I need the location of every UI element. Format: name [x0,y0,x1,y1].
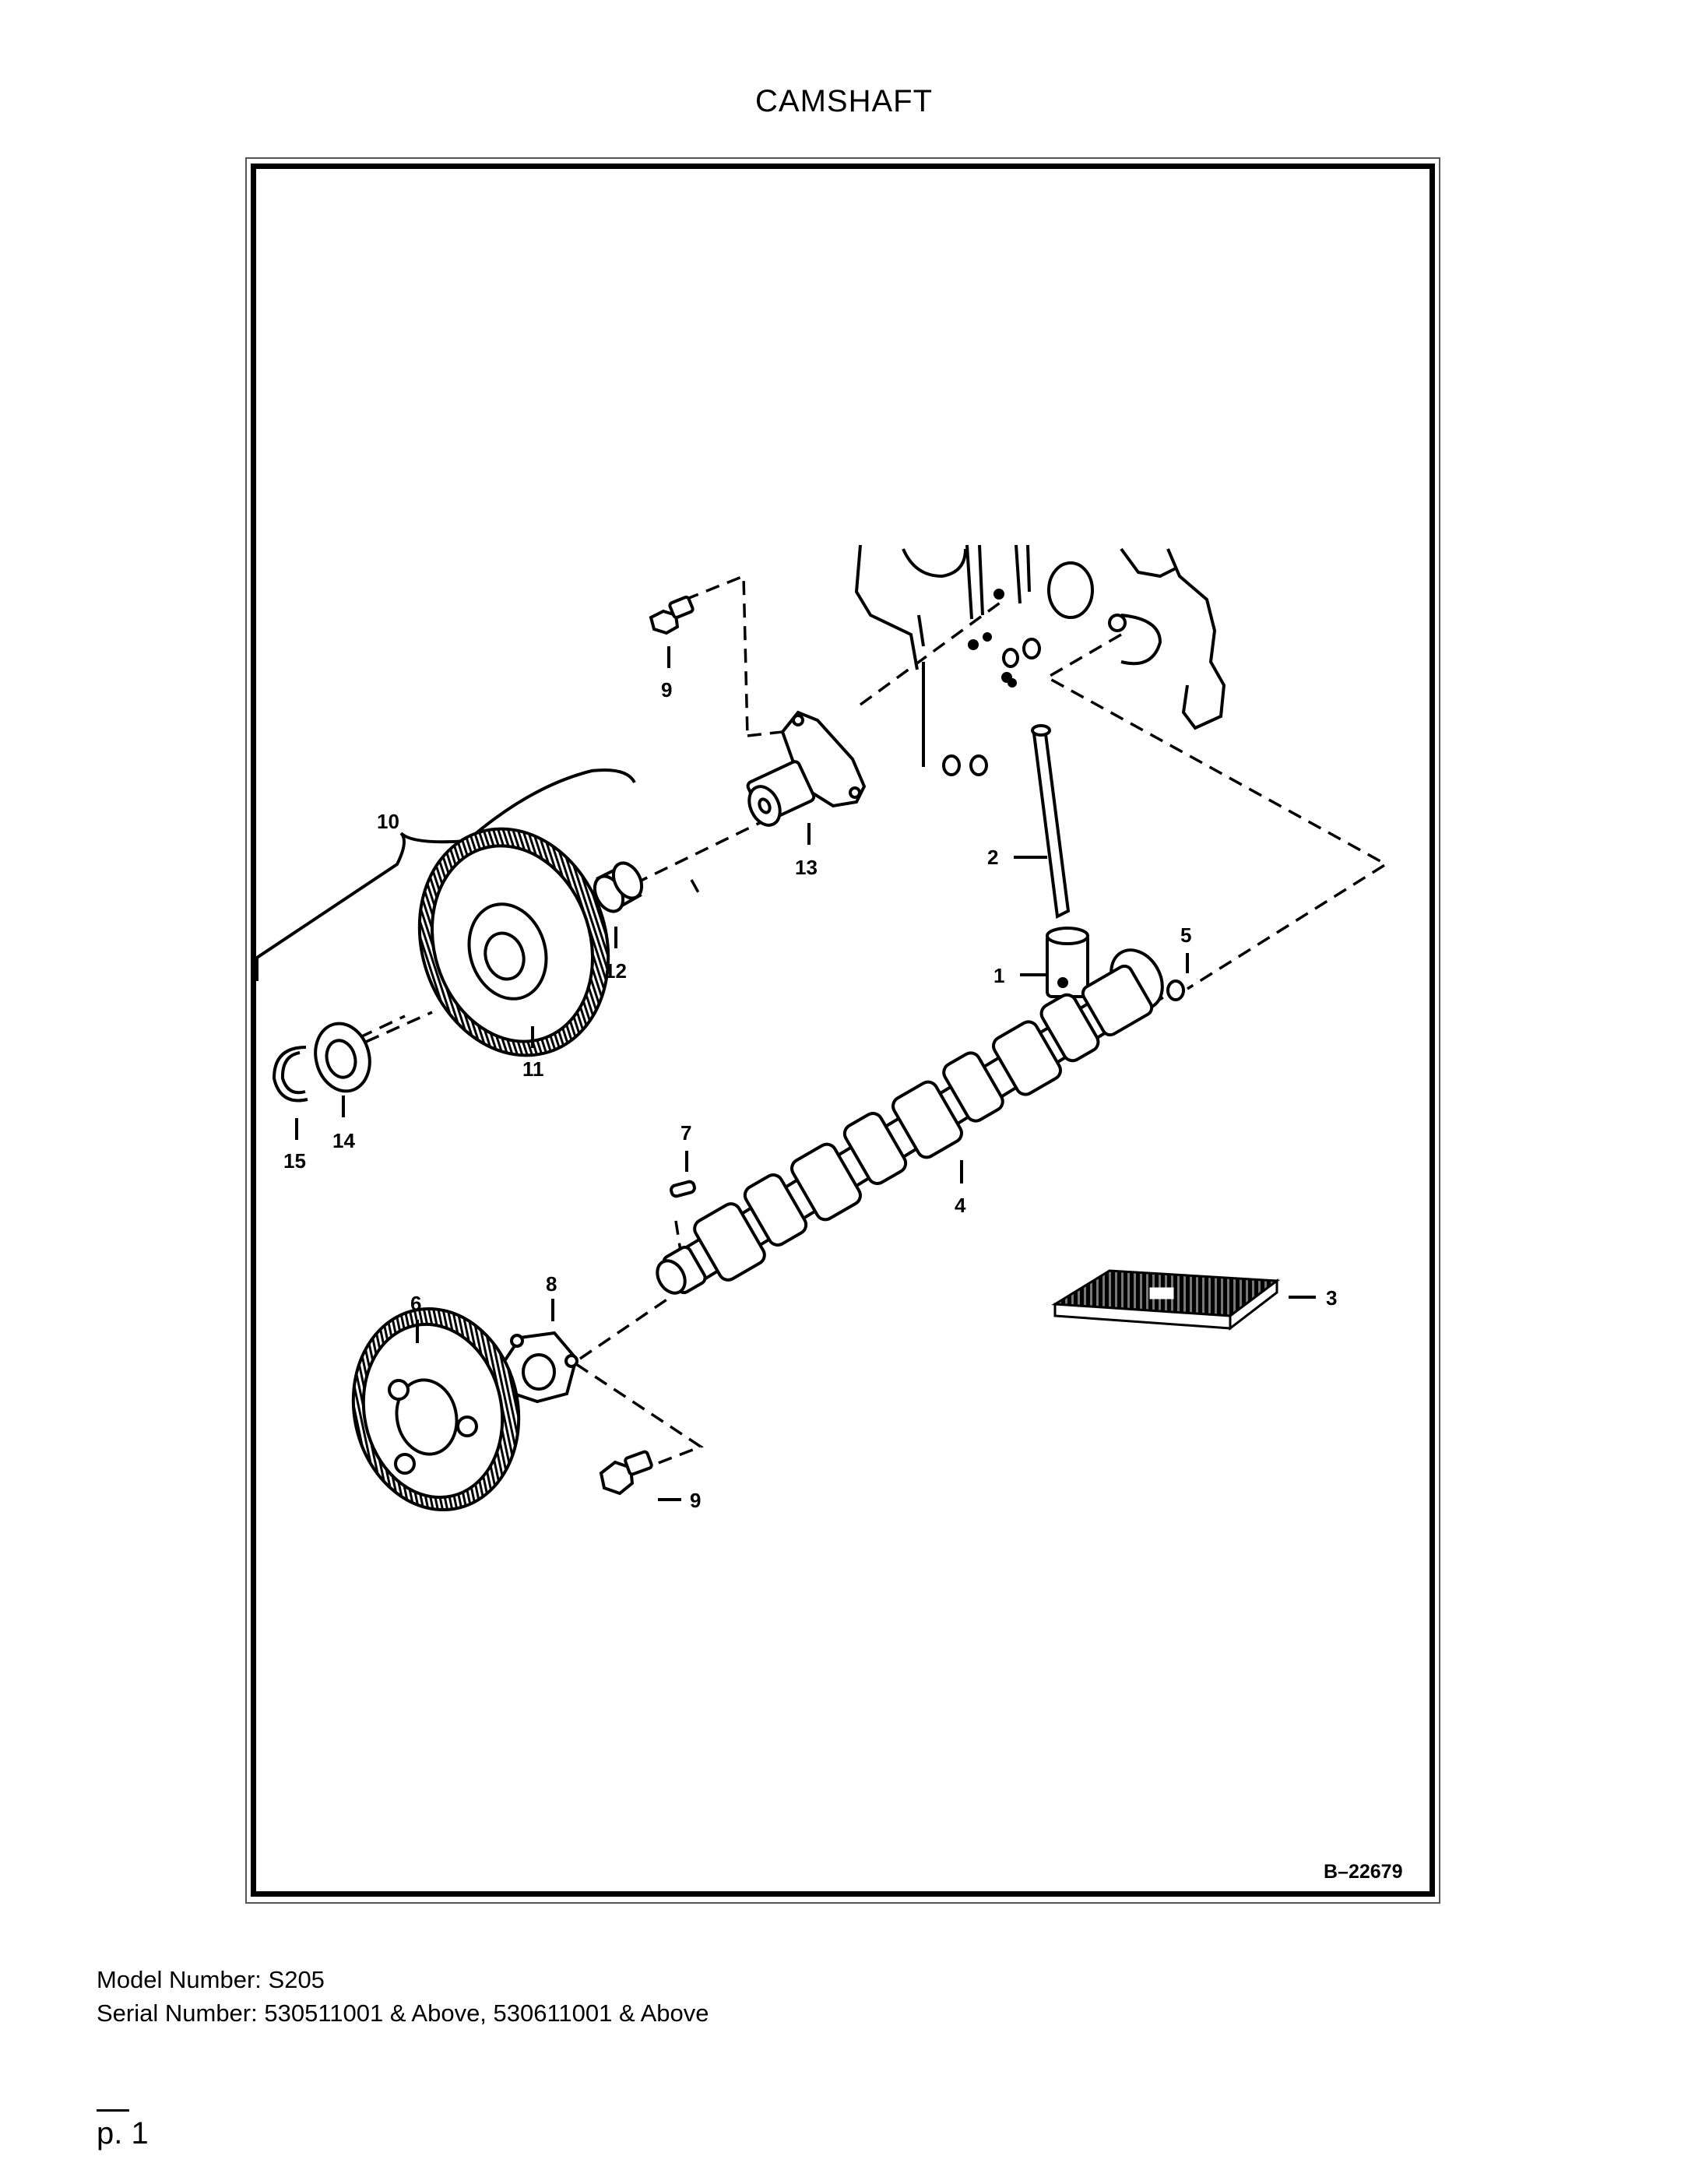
callout-14: 14 [332,1129,355,1152]
callout-12: 12 [604,959,627,983]
callout-15: 15 [283,1149,306,1173]
item-10-bracket [255,768,636,981]
callout-7: 7 [680,1121,691,1145]
callout-4: 4 [955,1194,966,1217]
callout-5: 5 [1180,923,1191,947]
callout-13: 13 [795,856,818,879]
callout-9-lower: 9 [690,1489,701,1512]
thrust-plate-8 [502,1331,578,1404]
callout-6: 6 [410,1292,421,1315]
bushing-12 [593,861,644,913]
page-title: CAMSHAFT [755,84,933,118]
tappet-1 [1046,927,1089,998]
thrust-washer-14 [314,1022,371,1093]
bolt-9-lower [599,1450,653,1496]
serial-number: Serial Number: 530511001 & Above, 530611… [97,1999,709,2027]
camshaft-gear-6 [351,1307,521,1512]
callout-11: 11 [522,1057,544,1081]
figure-id: B–22679 [1324,1861,1402,1883]
plug-5 [1166,979,1185,1001]
key-7 [670,1180,696,1198]
callout-2: 2 [987,846,998,869]
idler-shaft-13 [746,710,867,827]
camshaft-4 [656,948,1164,1295]
page-number-rule [97,2109,129,2112]
figure-outer-border [245,157,1440,1904]
engine-block-fragment [854,544,1226,776]
callout-8: 8 [546,1272,557,1296]
callout-10: 10 [377,810,399,833]
push-rod-2 [1031,724,1071,920]
idler-gear-11 [417,827,610,1057]
callout-leaders [295,646,1316,1501]
page-number: p. 1 [97,2116,149,2151]
figure-frame [251,164,1435,1897]
model-number: Model Number: S205 [97,1966,325,1993]
callout-9-upper: 9 [661,678,672,702]
snap-ring-15 [272,1046,308,1103]
gasket-kit-3 [1051,1269,1281,1331]
callout-1: 1 [993,964,1004,987]
bolt-9-upper [649,596,695,635]
callout-3: 3 [1326,1286,1337,1310]
